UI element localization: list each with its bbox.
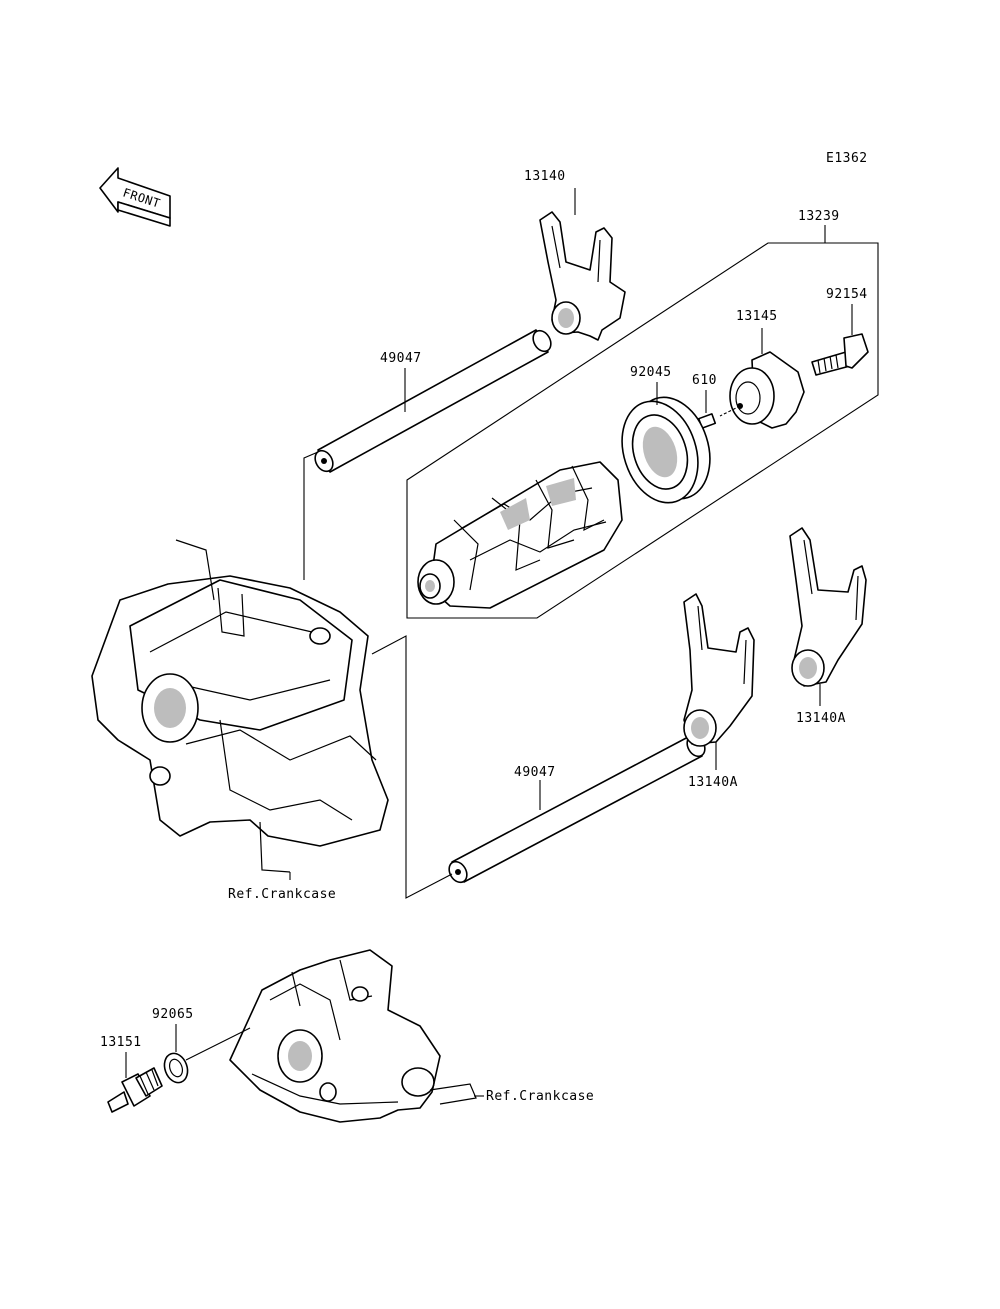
washer-92065 [163,1052,189,1084]
part-label-13140A-right: 13140A [796,711,846,726]
fork-shaft-lower [448,734,706,884]
front-arrow-icon: FRONT [99,167,171,227]
part-label-92045: 92045 [630,365,672,380]
bearing-92045 [621,396,711,504]
shaft-lower-connector [371,635,453,899]
part-label-13239: 13239 [798,209,840,224]
part-label-49047-lower: 49047 [514,765,556,780]
part-label-13140: 13140 [524,169,566,184]
part-label-92065: 92065 [152,1007,194,1022]
figure-code: E1362 [826,151,868,166]
neutral-switch-13151 [107,1067,163,1113]
washer-axis-line [185,1027,251,1061]
part-label-13140A-middle: 13140A [688,775,738,790]
pin-axis-line [719,405,741,417]
shaft-upper-connector [303,451,319,580]
part-label-49047-upper: 49047 [380,351,422,366]
shift-fork-top [539,211,626,341]
shift-drum [417,461,623,609]
part-label-13145: 13145 [736,309,778,324]
part-label-610: 610 [692,373,717,388]
part-label-13151: 13151 [100,1035,142,1050]
ref-crankcase-upper: Ref.Crankcase [228,887,336,902]
fork-shaft-upper [314,329,552,473]
shift-fork-middle [683,593,755,747]
ref-crankcase-lower: Ref.Crankcase [486,1089,594,1104]
crankcase-lower [229,949,477,1123]
part-label-92154: 92154 [826,287,868,302]
drum-cam-13145 [729,351,805,429]
shift-fork-right [789,527,867,687]
crankcase-upper [91,539,389,873]
bolt-92154 [811,333,869,376]
drum-assembly-outline [406,242,879,619]
